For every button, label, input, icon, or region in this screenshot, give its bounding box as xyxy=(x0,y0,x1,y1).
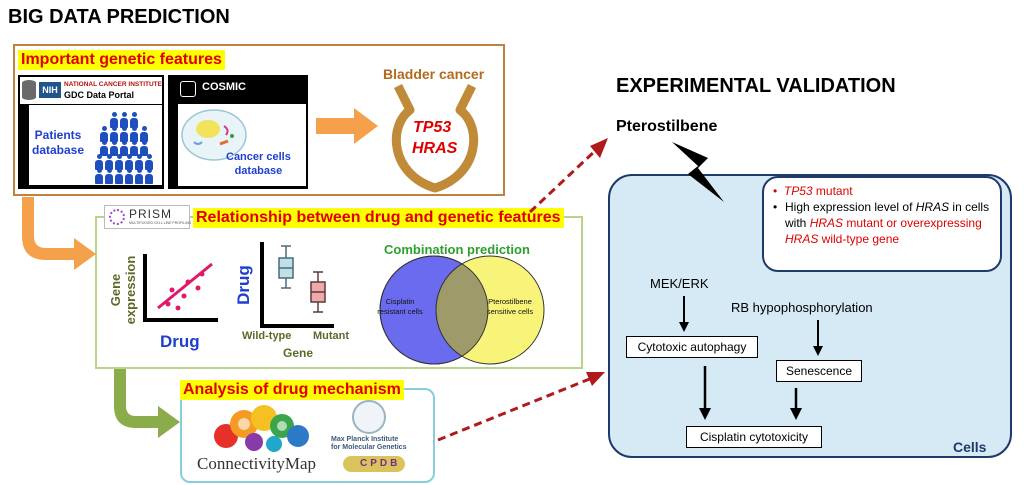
cisplatin-cytotoxicity-box: Cisplatin cytotoxicity xyxy=(686,426,822,448)
person-icon xyxy=(125,154,133,170)
cells-label: Cells xyxy=(953,439,987,455)
tp53-mutant-text: mutant xyxy=(812,184,853,198)
person-icon xyxy=(130,140,138,156)
connectivity-map-logo xyxy=(214,405,309,452)
tp53-italic: TP53 xyxy=(783,184,813,198)
person-icon xyxy=(110,140,118,156)
person-icon xyxy=(110,126,118,142)
cosmic-logo-icon xyxy=(180,81,196,97)
cancer-cell-icon xyxy=(181,109,247,161)
hras-pre-text: High expression level of xyxy=(785,200,916,214)
person-icon xyxy=(95,154,103,170)
nih-badge: NIH xyxy=(39,82,61,98)
relationship-to-mechanism-arrow xyxy=(114,369,180,438)
bladder-icon xyxy=(391,83,479,193)
rb-hypophosphorylation-label: RB hypophosphorylation xyxy=(731,300,873,315)
cytotoxic-autophagy-box: Cytotoxic autophagy xyxy=(626,336,758,358)
hras-gene-label: HRAS xyxy=(412,140,458,157)
person-icon xyxy=(110,112,118,128)
nci-label: NATIONAL CANCER INSTITUTE xyxy=(64,81,162,88)
person-icon xyxy=(100,140,108,156)
bullet-dot: • xyxy=(773,184,784,198)
pterostilbene-label: Pterostilbene xyxy=(616,118,718,135)
senescence-box: Senescence xyxy=(776,360,862,382)
cosmic-label: COSMIC xyxy=(202,81,246,93)
person-icon xyxy=(100,126,108,142)
cancer-cells-database-label: Cancer cells database xyxy=(226,151,291,177)
prism-logo: PRISM MULTIPLEXED CELL LINE PROFILING xyxy=(104,205,192,229)
big-data-title: BIG DATA PREDICTION xyxy=(8,6,230,28)
person-icon xyxy=(120,112,128,128)
person-icon xyxy=(140,140,148,156)
nih-logo: NIH NATIONAL CANCER INSTITUTE GDC Data P… xyxy=(20,77,162,104)
hras-italic: HRAS xyxy=(915,200,950,214)
person-icon xyxy=(145,154,153,170)
person-icon xyxy=(145,168,153,184)
person-icon xyxy=(120,126,128,142)
person-icon xyxy=(105,168,113,184)
prediction-to-pterostilbene-arrow xyxy=(528,148,598,214)
patients-people-icon xyxy=(90,112,160,184)
cisplatin-resistant-label: Cisplatin resistant cells xyxy=(377,297,423,316)
person-icon xyxy=(135,154,143,170)
gdc-portal-label: GDC Data Portal xyxy=(64,90,135,100)
person-icon xyxy=(120,140,128,156)
person-icon xyxy=(115,154,123,170)
hras-post-text: in cells with xyxy=(785,200,990,230)
relationship-header: Relationship between drug and genetic fe… xyxy=(193,208,564,228)
features-to-relationship-arrow xyxy=(22,197,96,270)
prism-icon xyxy=(109,209,125,225)
person-icon xyxy=(115,168,123,184)
person-icon xyxy=(125,168,133,184)
person-icon xyxy=(130,126,138,142)
drug-axis-label: Drug xyxy=(160,332,200,351)
pterostilbene-sensitive-label: Pterostilbene sensitive cells xyxy=(486,297,534,316)
person-icon xyxy=(105,154,113,170)
mechanism-to-cells-arrow xyxy=(437,376,593,442)
mek-erk-label: MEK/ERK xyxy=(650,276,709,291)
genetic-features-header: Important genetic features xyxy=(18,50,225,70)
wild-type-label: Wild-type xyxy=(242,330,292,342)
bladder-cancer-title: Bladder cancer xyxy=(383,66,485,82)
person-icon xyxy=(140,126,148,142)
person-icon xyxy=(130,112,138,128)
venn-overlap xyxy=(435,256,488,364)
bullet-hras: • High expression level of HRAS in cells… xyxy=(773,199,995,247)
patients-database-label: Patients database xyxy=(32,128,85,157)
experimental-validation-title: EXPERIMENTAL VALIDATION xyxy=(616,75,896,97)
prism-label: PRISM xyxy=(129,207,173,221)
max-planck-logo xyxy=(352,400,386,434)
gene-axis-label: Gene xyxy=(283,346,314,360)
person-icon xyxy=(135,168,143,184)
mechanism-header: Analysis of drug mechanism xyxy=(180,380,404,400)
box-plot-icon xyxy=(260,242,334,328)
connectivity-map-label: ConnectivityMap xyxy=(197,454,316,473)
prism-subtitle: MULTIPLEXED CELL LINE PROFILING xyxy=(129,221,192,225)
cpdb-logo xyxy=(343,456,405,472)
hras-red-1: HRAS xyxy=(809,216,844,230)
hras-red-2: mutant or overexpressing xyxy=(843,216,982,230)
lightning-bolt-icon xyxy=(672,142,724,202)
cpdb-label: CPDB xyxy=(360,458,401,469)
mutant-label: Mutant xyxy=(313,330,350,342)
combination-prediction-title: Combination prediction xyxy=(384,242,530,257)
person-icon xyxy=(95,168,103,184)
venn-diagram xyxy=(379,255,545,365)
cosmic-to-bladder-arrow xyxy=(316,108,378,144)
tp53-gene-label: TP53 xyxy=(413,119,452,136)
findings-box xyxy=(762,176,1002,272)
bullet-dot: • xyxy=(773,200,778,214)
max-planck-label: Max Planck Institute for Molecular Genet… xyxy=(331,436,407,451)
database-icon xyxy=(22,80,36,100)
scatter-plot-icon xyxy=(143,254,218,322)
hras-red-3: HRAS xyxy=(785,232,819,246)
bullet-tp53: • TP53 mutant xyxy=(773,183,853,199)
hras-red-4: wild-type gene xyxy=(818,232,900,246)
